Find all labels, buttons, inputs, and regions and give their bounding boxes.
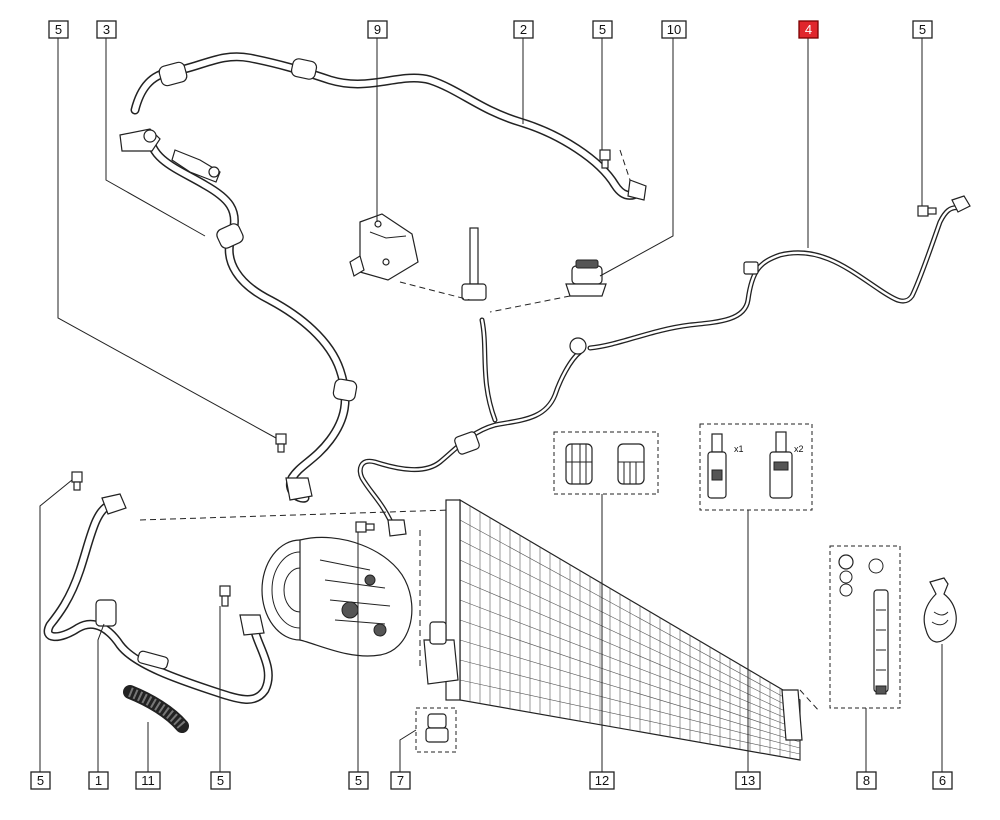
assembly-dash-lines	[139, 149, 821, 713]
callout-5-bottom-mid: 5	[348, 771, 369, 790]
svg-text:11: 11	[141, 773, 155, 788]
svg-text:5: 5	[55, 22, 62, 37]
valves-13: x1 x2	[699, 423, 813, 511]
bolt-top-5	[599, 149, 611, 169]
callout-5-top-mid: 5	[592, 20, 613, 39]
dryer-8	[829, 545, 901, 709]
svg-text:12: 12	[595, 773, 609, 788]
callout-8: 8	[856, 771, 877, 790]
svg-text:13: 13	[741, 773, 755, 788]
svg-text:5: 5	[37, 773, 44, 788]
pipe-central	[357, 317, 587, 537]
svg-text:7: 7	[397, 773, 404, 788]
callout-12: 12	[589, 771, 615, 790]
svg-text:1: 1	[95, 773, 102, 788]
svg-text:10: 10	[667, 22, 681, 37]
svg-text:3: 3	[103, 22, 110, 37]
bolts	[71, 149, 937, 607]
callout-5-bottom-left: 5	[30, 771, 51, 790]
caps-12	[553, 431, 659, 495]
svg-text:4: 4	[805, 22, 812, 37]
hose-2	[130, 52, 647, 201]
callout-3: 3	[96, 20, 117, 39]
bolt-left-5	[275, 433, 287, 453]
callout-11: 11	[135, 771, 161, 790]
callout-2: 2	[513, 20, 534, 39]
svg-text:5: 5	[599, 22, 606, 37]
svg-text:8: 8	[863, 773, 870, 788]
callout-7: 7	[390, 771, 411, 790]
valve-quantity-x2: x2	[794, 444, 804, 454]
svg-text:5: 5	[355, 773, 362, 788]
pipe-4	[587, 195, 971, 351]
callout-5-bottom-mid-left: 5	[210, 771, 231, 790]
connector-rod	[461, 227, 487, 301]
hose-3	[119, 128, 358, 503]
svg-text:5: 5	[217, 773, 224, 788]
oil-bottle-6	[923, 577, 957, 643]
bolt-right-5	[917, 205, 937, 217]
bolt-lower-left-5	[71, 471, 83, 491]
callout-13: 13	[735, 771, 761, 790]
bracket-9	[349, 213, 419, 281]
condenser	[423, 498, 803, 761]
bolt-lower-mid-5	[219, 585, 231, 607]
svg-text:2: 2	[520, 22, 527, 37]
plug-7	[415, 707, 457, 753]
valve-10	[565, 259, 607, 297]
callout-9: 9	[367, 20, 388, 39]
callout-10: 10	[661, 20, 687, 39]
callout-boxes: 5 3 9 2 5 10 4 5 5 1 11 5 5 7 12 13 8 6	[30, 20, 953, 790]
bolt-lower-center-5	[355, 521, 375, 533]
svg-text:6: 6	[939, 773, 946, 788]
sleeve-11	[123, 685, 189, 733]
callout-leaders	[39, 38, 943, 772]
valve-quantity-x1: x1	[734, 444, 744, 454]
hose-1	[43, 493, 273, 704]
callout-4-highlighted: 4	[798, 20, 819, 39]
callout-6: 6	[932, 771, 953, 790]
svg-text:5: 5	[919, 22, 926, 37]
callout-1: 1	[88, 771, 109, 790]
callout-5-top-left: 5	[48, 20, 69, 39]
svg-text:9: 9	[374, 22, 381, 37]
callout-5-top-right: 5	[912, 20, 933, 39]
compressor	[261, 536, 413, 657]
